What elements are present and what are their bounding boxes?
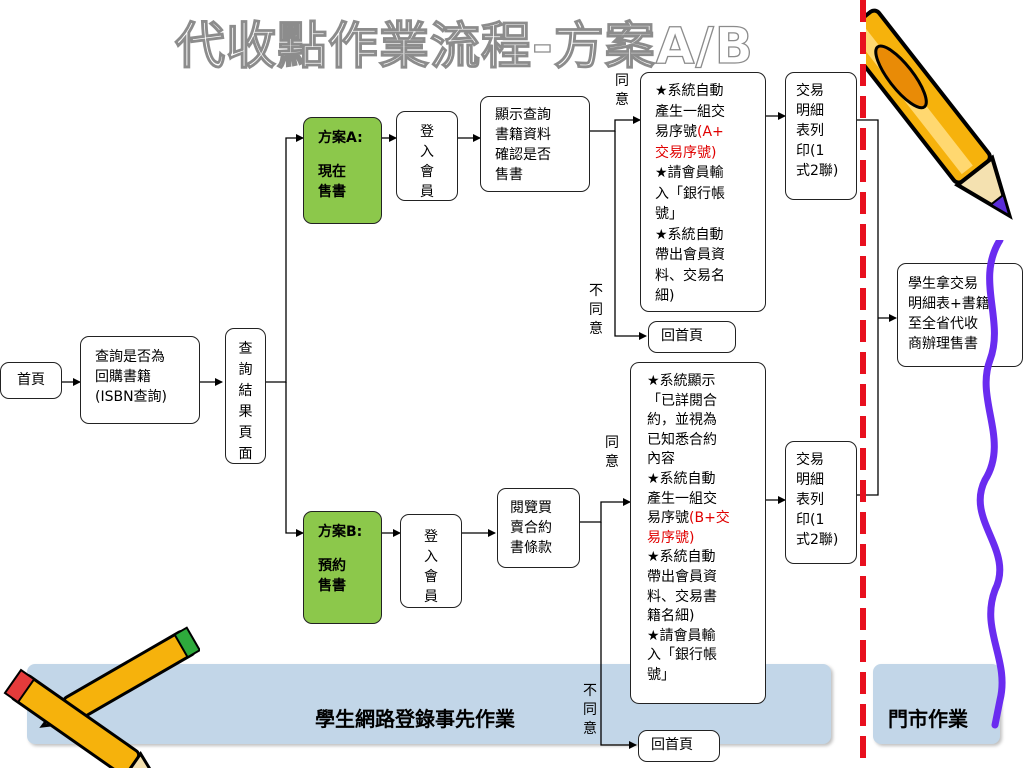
sysB-line: ★系統自動 (647, 549, 716, 566)
arrow-browse-backhome (600, 522, 637, 749)
loginB-text: 登入會員 (424, 529, 438, 605)
sysB-line: 入「銀行帳 (647, 647, 717, 664)
printA-line: 表列 (796, 123, 824, 139)
printB-line: 印(1 (796, 512, 825, 528)
planB-box: 方案B: 預約 售書 (303, 511, 382, 624)
printA-line: 式2聯) (796, 163, 839, 179)
back-home-A-box: 回首頁 (648, 321, 736, 353)
browse-box: 閱覽買 賣合約 書條款 (497, 488, 580, 568)
arrow-browse-sysB (580, 498, 631, 523)
sysB-line: 約，並視為 (647, 412, 717, 429)
sysB-line: 號」 (647, 666, 675, 683)
show-book-box: 顯示查詢 書籍資料 確認是否 售書 (480, 96, 590, 192)
sysB-line: 已知悉合約 (647, 431, 717, 448)
planA-desc-2: 售書 (318, 184, 346, 200)
planA-name: 方案A: (318, 130, 363, 146)
sysA-line: 細) (655, 288, 675, 304)
sysA-line: 料、交易名 (655, 267, 725, 284)
disagree-label-A: 不同意 (589, 283, 603, 337)
student-line: 明細表+書籍 (908, 296, 990, 312)
systemB-box: ★系統顯示 「已詳閱合 約，並視為 已知悉合約 內容 ★系統自動 產生一組交 易… (630, 362, 766, 704)
sysB-line: 內容 (647, 451, 675, 468)
arrow-result-planA (266, 134, 304, 383)
query-box: 查詢是否為 回購書籍 (ISBN查詢) (80, 336, 200, 424)
sysB-serial-label: 易序號 (647, 510, 689, 527)
sysB-line: 籍名細) (647, 608, 695, 625)
printB-line: 明細 (796, 472, 824, 488)
planA-box: 方案A: 現在 售書 (303, 117, 382, 224)
browse-line-2: 賣合約 (510, 520, 552, 536)
agree-label-A: 同意 (615, 73, 629, 108)
sysB-line: 「已詳閱合 (647, 392, 717, 409)
printB-line: 式2聯) (796, 532, 839, 548)
sysA-line: ★系統自動 (655, 226, 724, 243)
student-line: 商辦理售書 (908, 336, 978, 352)
query-line-2: 回購書籍 (95, 369, 151, 385)
sysB-line: 料、交易書 (647, 588, 717, 605)
store-work-label: 門市作業 (888, 707, 968, 731)
show-book-line-1: 顯示查詢 (495, 107, 551, 123)
planB-desc-2: 售書 (318, 578, 346, 594)
student-line: 至全省代收 (908, 316, 978, 332)
browse-line-1: 閱覽買 (510, 500, 552, 516)
agree-label-B: 同意 (605, 435, 619, 470)
purple-squiggle-icon (976, 240, 1006, 729)
query-line-1: 查詢是否為 (95, 349, 165, 365)
store-work-band (873, 664, 1000, 744)
sysB-line: 產生一組交 (647, 490, 717, 507)
loginA-box: 登入會員 (396, 111, 458, 201)
sysA-line: 號」 (655, 206, 683, 222)
sysA-serial-label: 易序號 (655, 124, 697, 140)
online-prework-label: 學生網路登錄事先作業 (315, 707, 515, 731)
home-box: 首頁 (0, 362, 62, 399)
printA-line: 明細 (796, 103, 824, 119)
arrow-result-planB (285, 382, 304, 537)
pencil-clipart-icon (866, 8, 1013, 220)
connector-print-merge (857, 119, 879, 496)
sysA-line: 帶出會員資 (655, 247, 725, 263)
sysA-line: ★請會員輸 (655, 165, 724, 181)
pencils-clipart-icon (3, 626, 200, 768)
sysA-line: 入「銀行帳 (655, 185, 725, 202)
printA-line: 印(1 (796, 143, 825, 159)
systemA-box: ★系統自動 產生一組交 易序號(A+ 交易序號) ★請會員輸 入「銀行帳 號」 … (640, 72, 766, 312)
printA-line: 交易 (796, 83, 824, 99)
arrow-show-sysA (590, 116, 641, 132)
sysA-line: ★系統自動 (655, 83, 724, 99)
show-book-line-4: 售書 (495, 167, 523, 183)
printB-box: 交易 明細 表列 印(1 式2聯) (785, 441, 857, 564)
result-text: 查詢結果頁面 (238, 341, 253, 462)
planB-desc-1: 預約 (318, 558, 346, 574)
sysB-serial-highlight: (B+交 (689, 510, 730, 527)
loginA-text: 登入會員 (420, 124, 434, 200)
student-box: 學生拿交易 明細表+書籍 至全省代收 商辦理售書 (897, 263, 1023, 367)
planA-desc-1: 現在 (318, 164, 346, 180)
browse-line-3: 書條款 (510, 540, 552, 556)
sysA-serial-highlight: (A+ (697, 124, 724, 140)
sysB-line: ★請會員輸 (647, 627, 716, 644)
sysA-serial-highlight-2: 交易序號) (655, 144, 717, 161)
show-book-line-2: 書籍資料 (495, 127, 551, 143)
sysB-line: 帶出會員資 (647, 568, 717, 585)
result-box: 查詢結果頁面 (225, 328, 266, 464)
sysB-line: ★系統自動 (647, 470, 716, 487)
arrow-show-backhome (614, 131, 647, 340)
show-book-line-3: 確認是否 (495, 147, 551, 163)
disagree-label-B: 不同意 (583, 683, 597, 737)
student-line: 學生拿交易 (908, 276, 978, 292)
sysA-line: 產生一組交 (655, 103, 725, 120)
printA-box: 交易 明細 表列 印(1 式2聯) (785, 72, 857, 200)
query-line-3: (ISBN查詢) (95, 389, 168, 405)
printB-line: 表列 (796, 492, 824, 508)
page-title: 代收點作業流程-方案A/B (174, 16, 754, 75)
printB-line: 交易 (796, 452, 824, 468)
sysB-line: ★系統顯示 (647, 373, 716, 389)
back-home-B-box: 回首頁 (638, 730, 720, 762)
sysA-line-serial: 易序號(A+ (655, 122, 751, 143)
sysB-serial-highlight-2: 易序號) (647, 529, 695, 546)
loginB-box: 登入會員 (400, 514, 462, 608)
planB-name: 方案B: (318, 524, 363, 540)
sysB-line-serial: 易序號(B+交 (647, 509, 749, 529)
